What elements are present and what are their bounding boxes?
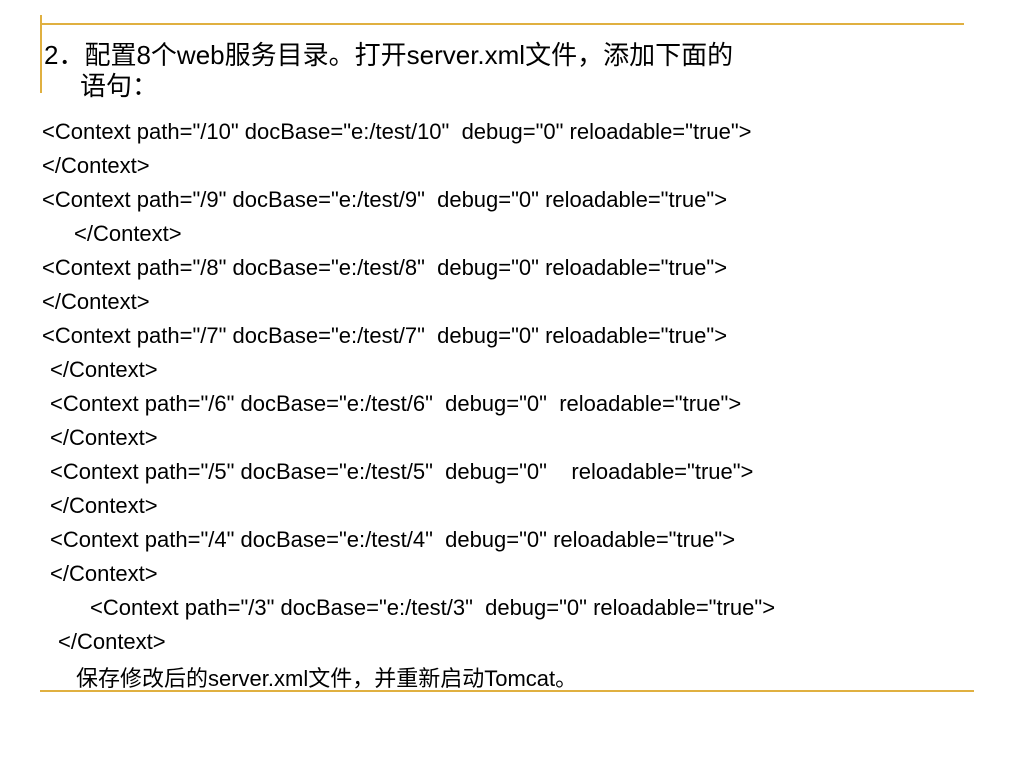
heading-line-1: 2．配置8个web服务目录。打开server.xml文件，添加下面的	[44, 40, 734, 70]
left-rule	[40, 15, 42, 93]
code-line: <Context path="/4" docBase="e:/test/4" d…	[50, 527, 736, 552]
code-line: </Context>	[42, 153, 150, 178]
bottom-rule	[40, 690, 974, 692]
code-line: </Context>	[50, 425, 158, 450]
code-line: </Context>	[50, 357, 158, 382]
code-line: </Context>	[58, 629, 166, 654]
footer-note: 保存修改后的server.xml文件，并重新启动Tomcat。	[76, 666, 578, 691]
code-line: <Context path="/7" docBase="e:/test/7" d…	[42, 323, 728, 348]
heading-line-2: 语句：	[80, 71, 159, 101]
code-line: <Context path="/8" docBase="e:/test/8" d…	[42, 255, 728, 280]
code-line: <Context path="/9" docBase="e:/test/9" d…	[42, 187, 728, 212]
code-line: </Context>	[50, 493, 158, 518]
code-line: <Context path="/10" docBase="e:/test/10"…	[42, 119, 752, 144]
code-line: </Context>	[50, 561, 158, 586]
code-line: </Context>	[74, 221, 182, 246]
top-rule	[40, 23, 964, 25]
code-line: <Context path="/5" docBase="e:/test/5" d…	[50, 459, 754, 484]
slide-heading: 2．配置8个web服务目录。打开server.xml文件，添加下面的 语句：	[44, 40, 964, 102]
code-line: <Context path="/3" docBase="e:/test/3" d…	[90, 595, 776, 620]
code-line: </Context>	[42, 289, 150, 314]
code-line: <Context path="/6" docBase="e:/test/6" d…	[50, 391, 742, 416]
